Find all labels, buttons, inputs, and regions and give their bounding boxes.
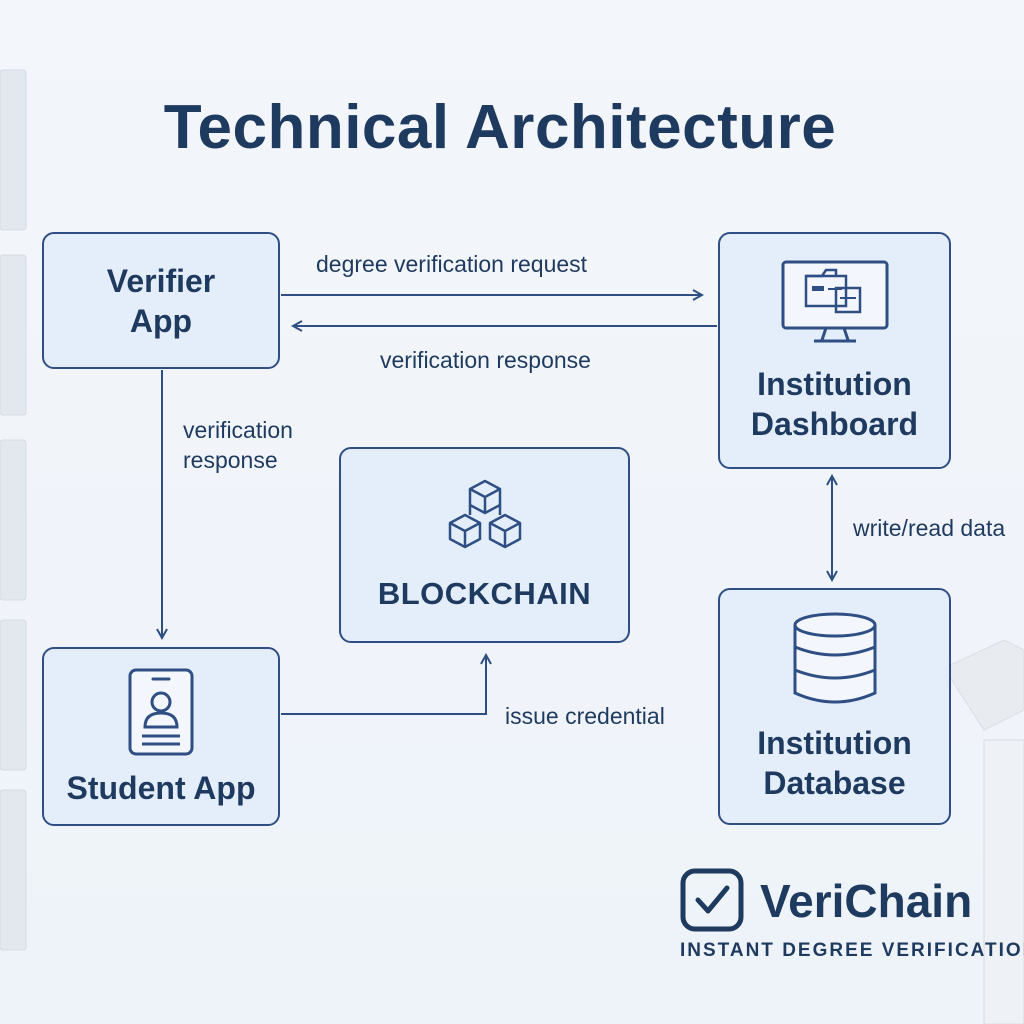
id-badge-icon [128, 668, 194, 755]
cubes-icon [448, 479, 521, 548]
edge-label-request: degree verification request [316, 251, 588, 277]
verifier-app-node: Verifier App [42, 232, 280, 369]
edge-label-write-read: write/read data [853, 515, 1006, 541]
institution-database-label: Institution Database [757, 724, 912, 801]
graduation-cap-pattern-left [0, 69, 27, 951]
blockchain-node: BLOCKCHAIN [339, 447, 630, 643]
brand-logo: VeriChain INSTANT DEGREE VERIFICATION [680, 868, 1024, 961]
brand-name: VeriChain [760, 875, 973, 927]
arrow-issue [281, 655, 486, 715]
institution-dashboard-label: Institution Dashboard [750, 365, 919, 442]
graduation-cap-decoration-right [944, 639, 1024, 1024]
institution-dashboard-node: Institution Dashboard [718, 232, 951, 469]
student-app-node: Student App [42, 647, 280, 826]
monitor-icon [781, 260, 888, 342]
edge-label-issue: issue credential [505, 703, 665, 729]
edge-label-response-top: verification response [380, 347, 591, 373]
student-app-label: Student App [66, 769, 256, 806]
database-icon [793, 612, 876, 703]
verifier-app-label: Verifier App [106, 262, 216, 339]
checkmark-icon [680, 868, 744, 932]
blockchain-label: BLOCKCHAIN [377, 575, 592, 611]
brand-tagline: INSTANT DEGREE VERIFICATION [680, 940, 1024, 961]
edge-label-response-left: verification response [183, 417, 293, 473]
institution-database-node: Institution Database [718, 588, 951, 825]
page-title: Technical Architecture [163, 93, 837, 162]
